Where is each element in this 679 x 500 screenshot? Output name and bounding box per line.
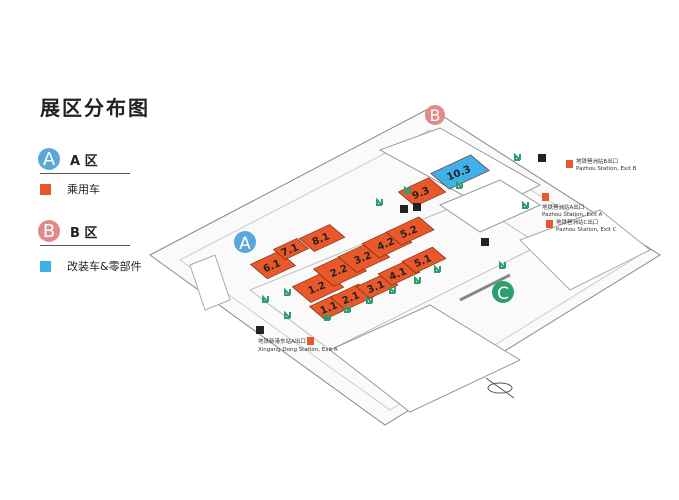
orange-swatch bbox=[40, 183, 51, 195]
zone-a-marker: A bbox=[234, 231, 256, 254]
legend-parts-label: 改装车&零部件 bbox=[67, 260, 142, 273]
entrance-arrow-icon bbox=[456, 180, 463, 189]
hall-5-2[interactable] bbox=[385, 216, 435, 246]
entrance-arrow-icon bbox=[522, 200, 529, 209]
hall-shape bbox=[397, 177, 447, 207]
entrance-arrow-icon bbox=[404, 185, 411, 194]
legend-zone-a: A A 区 bbox=[38, 148, 98, 170]
station-exit-c: 地铁琶洲站C出口 Pazhou Station, Exit C bbox=[546, 218, 617, 233]
entrance-arrow-icon bbox=[284, 310, 291, 319]
station-cn: 地铁琶洲站C出口 bbox=[556, 218, 598, 226]
hall-shape bbox=[272, 238, 310, 260]
building bbox=[189, 254, 231, 311]
legend-parts: 改装车&零部件 bbox=[40, 258, 142, 274]
entrance-arrow-icon bbox=[389, 285, 396, 294]
station-exit-b: 地铁琶洲站B出口 Pazhou Station, Exit B bbox=[566, 157, 637, 172]
entrance-arrow-icon bbox=[366, 295, 373, 304]
station-cn: 地铁琶洲站A出口 bbox=[542, 203, 584, 211]
divider bbox=[40, 173, 130, 174]
zone-b-badge: B bbox=[38, 220, 60, 242]
hall-shape bbox=[430, 154, 490, 190]
station-en: Pazhou Station, Exit A bbox=[542, 212, 603, 218]
zone-a-label: A 区 bbox=[70, 153, 98, 169]
hall-8-1[interactable] bbox=[298, 224, 346, 252]
metro-y-icon bbox=[307, 337, 314, 345]
station-cn: 地铁琶洲站B出口 bbox=[576, 157, 618, 165]
plaza bbox=[329, 304, 522, 413]
station-en: Pazhou Station, Exit B bbox=[576, 166, 637, 172]
hall-shape bbox=[298, 224, 346, 252]
station-exit-a: 地铁琶洲站A出口 Pazhou Station, Exit A bbox=[542, 193, 603, 218]
station-en: Xingang Dong Station, Exit A bbox=[258, 347, 338, 353]
legend-passenger-label: 乘用车 bbox=[67, 183, 100, 196]
entrance-arrow-icon bbox=[414, 275, 421, 284]
north-compass-icon bbox=[485, 377, 515, 399]
entrance-icon bbox=[538, 154, 546, 162]
walkway bbox=[459, 273, 511, 302]
metro-y-icon bbox=[542, 193, 549, 201]
building bbox=[519, 209, 651, 291]
entrance-arrow-icon bbox=[284, 287, 291, 296]
zone-a-marker-text: A bbox=[239, 234, 251, 254]
metro-y-icon bbox=[546, 220, 553, 228]
hall-shape bbox=[385, 216, 435, 246]
zone-c-marker: C bbox=[492, 281, 514, 304]
zone-a-badge: A bbox=[38, 148, 60, 170]
entrance-icon bbox=[400, 205, 408, 213]
entrance-icon bbox=[481, 238, 489, 246]
legend-passenger: 乘用车 bbox=[40, 181, 100, 197]
metro-y-icon bbox=[566, 160, 573, 168]
entrance-icon bbox=[413, 203, 421, 211]
hall-9-3[interactable] bbox=[397, 177, 447, 207]
zone-b-marker: B bbox=[425, 105, 445, 125]
blue-swatch bbox=[40, 260, 51, 272]
page-title: 展区分布图 bbox=[40, 96, 150, 120]
hall-10-3[interactable] bbox=[430, 154, 490, 190]
hall-shape bbox=[401, 246, 447, 274]
entrance-arrow-icon bbox=[344, 304, 351, 313]
legend-zone-b: B B 区 bbox=[38, 220, 97, 242]
zone-b-marker-text: B bbox=[430, 106, 441, 125]
zone-b-label: B 区 bbox=[70, 225, 98, 241]
hall-5-1[interactable] bbox=[401, 246, 447, 274]
entrance-arrow-icon bbox=[434, 264, 441, 273]
zone-b-halls bbox=[438, 179, 542, 233]
entrance-arrow-icon bbox=[499, 260, 506, 269]
zone-c-marker-text: C bbox=[497, 284, 509, 304]
entrance-arrow-icon bbox=[514, 152, 521, 161]
station-xingang: 地铁新港东站A出口 Xingang Dong Station, Exit A bbox=[258, 337, 338, 353]
entrance-arrow-icon bbox=[324, 312, 331, 321]
station-cn: 地铁新港东站A出口 bbox=[258, 337, 306, 345]
station-en: Pazhou Station, Exit C bbox=[556, 227, 617, 233]
hall-7-1[interactable] bbox=[272, 238, 310, 260]
entrance-arrow-icon bbox=[376, 197, 383, 206]
entrance-icon bbox=[256, 326, 264, 334]
divider bbox=[40, 245, 130, 246]
entrance-arrow-icon bbox=[262, 294, 269, 303]
